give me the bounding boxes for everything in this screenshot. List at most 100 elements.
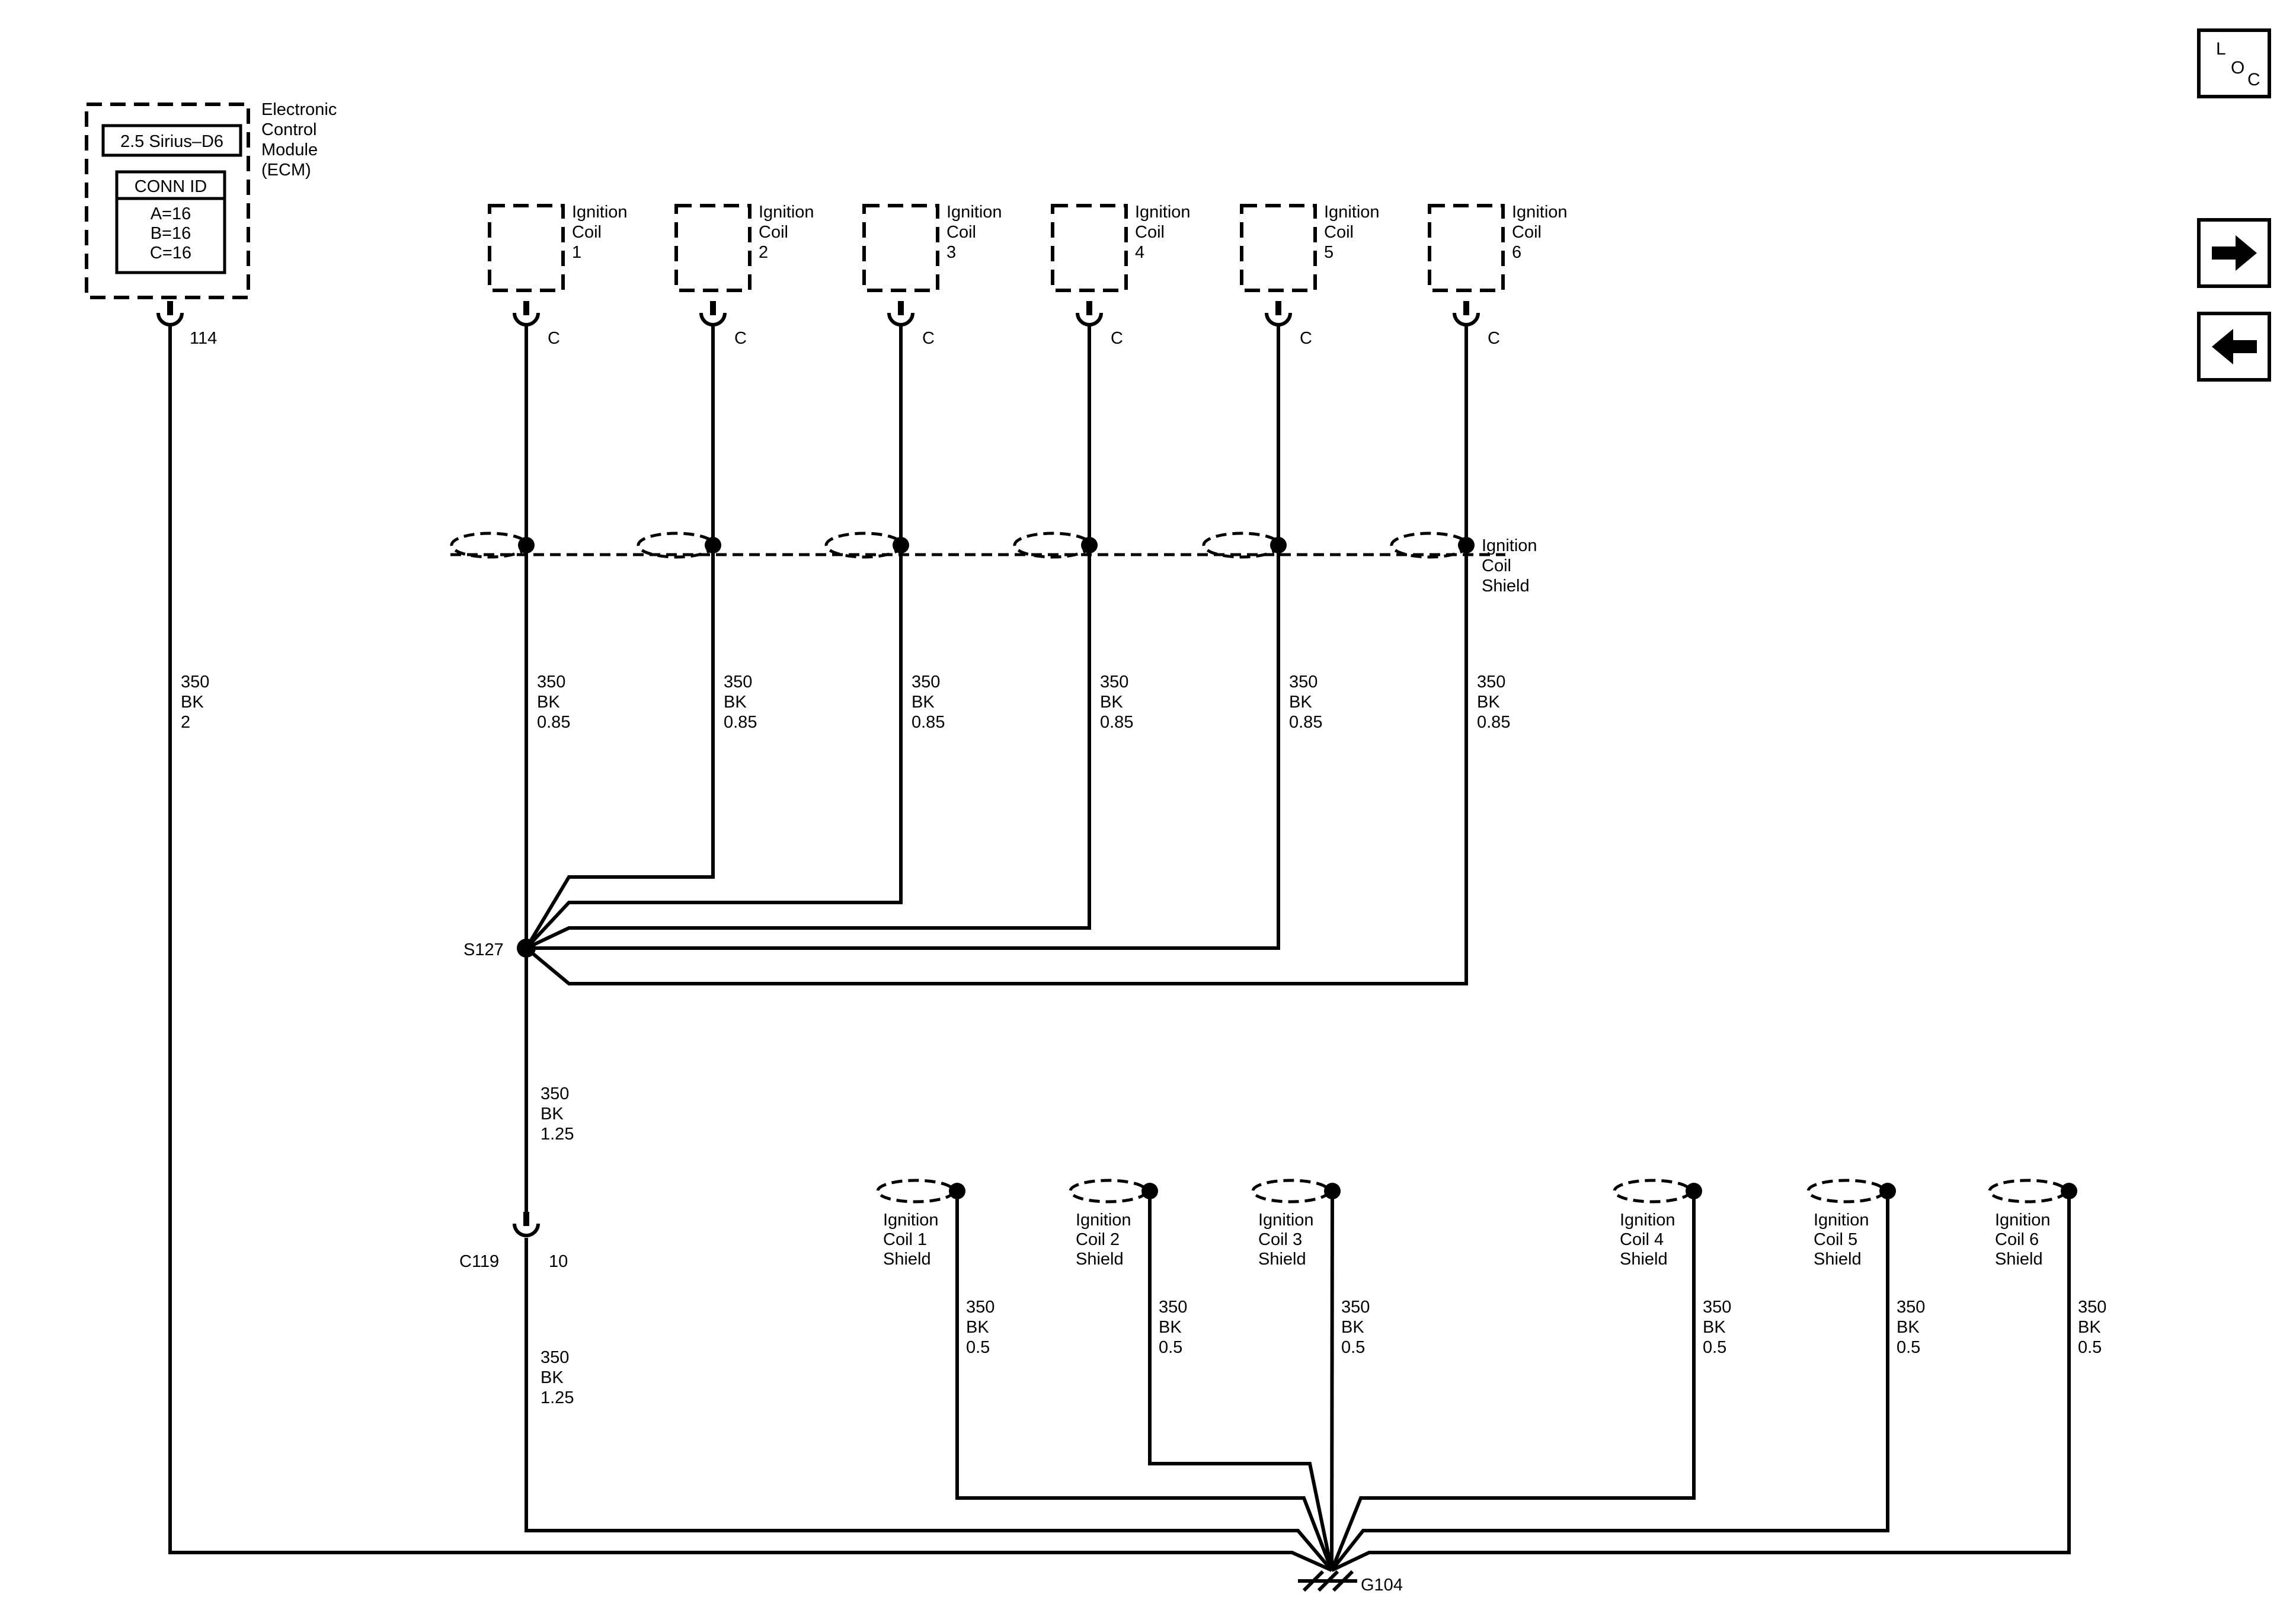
- conn-id-box: [115, 170, 226, 274]
- coil-5-wire-to-splice: [526, 545, 1280, 950]
- shield-4-ground-wire: [1330, 1191, 1696, 1571]
- shield-5-dot: [1879, 1183, 1896, 1199]
- coil-2-connector-label: C: [734, 329, 747, 348]
- c119-pin-label: 10: [549, 1252, 568, 1271]
- ecm-to-ground-wire: [168, 325, 1333, 1572]
- loc-letter-l: L: [2216, 39, 2226, 59]
- ground-g104-label: G104: [1361, 1576, 1403, 1595]
- coil-3-connector-label: C: [922, 329, 935, 348]
- wire-layer: [117, 197, 2071, 1592]
- shield-6-dot: [2061, 1183, 2077, 1199]
- coil-6-shield-loop: [1390, 532, 1469, 559]
- coil-4-terminal-cup: [1076, 312, 1103, 327]
- coil-5-shield-loop: [1202, 532, 1281, 559]
- shield-5-loop: [1806, 1179, 1886, 1204]
- back-button[interactable]: [2197, 312, 2271, 382]
- right-arrow-icon: [2211, 235, 2257, 271]
- coil-4-wire-to-splice: [525, 545, 1091, 950]
- component-layer: [85, 103, 2077, 1237]
- loc-letter-c: C: [2247, 70, 2260, 89]
- c119-label: C119: [459, 1252, 499, 1271]
- shield-1-ground-wire: [955, 1191, 1334, 1571]
- conn-id-header: CONN ID: [135, 177, 207, 196]
- shield-6-ground-wire: [1331, 1191, 2071, 1572]
- coil-4-box: [1051, 204, 1128, 292]
- coil-1-box: [488, 204, 565, 292]
- shield-6-loop: [1988, 1179, 2067, 1204]
- coil-5-box: [1240, 204, 1317, 292]
- coil-1-connector-label: C: [548, 329, 560, 348]
- shield-1-loop: [876, 1179, 955, 1204]
- coil-5-connector-label: C: [1300, 329, 1312, 348]
- shield-4-dot: [1686, 1183, 1702, 1199]
- shield-2-loop: [1069, 1179, 1148, 1204]
- coil-5-terminal-cup: [1265, 312, 1292, 327]
- coil-1-shield-loop: [450, 532, 529, 559]
- loc-letter-o: O: [2231, 58, 2245, 78]
- shield-3-dot: [1324, 1183, 1341, 1199]
- shield-2-dot: [1141, 1183, 1158, 1199]
- forward-button[interactable]: [2197, 218, 2271, 288]
- coil-4-connector-label: C: [1111, 329, 1123, 348]
- left-arrow-icon: [2211, 329, 2257, 364]
- coil-6-box: [1428, 204, 1505, 292]
- splice-s127-dot: [517, 939, 536, 958]
- coil-3-shield-loop: [824, 532, 904, 559]
- coil-6-connector-label: C: [1488, 329, 1500, 348]
- ecm-pin-label: 114: [190, 329, 217, 348]
- shield-3-loop: [1251, 1179, 1331, 1204]
- shield-1-dot: [949, 1183, 965, 1199]
- coil-2-shield-loop: [637, 532, 716, 559]
- shield-4-loop: [1613, 1179, 1692, 1204]
- coil-1-terminal-cup: [513, 312, 540, 327]
- coil-3-terminal-cup: [887, 312, 914, 327]
- coil-2-terminal-cup: [699, 312, 727, 327]
- loc-button[interactable]: L O C: [2197, 28, 2271, 98]
- c119-to-ground-wire: [525, 1238, 1334, 1571]
- ecm-outline: [85, 103, 250, 299]
- ecm-engine-label: 2.5 Sirius–D6: [120, 132, 223, 151]
- coil-6-wire-to-splice: [525, 545, 1468, 985]
- ecm-engine-box: [101, 124, 242, 157]
- coil-2-box: [674, 204, 752, 292]
- coil-6-terminal-cup: [1453, 312, 1480, 327]
- ecm-terminal-cup: [156, 312, 184, 327]
- coil-4-shield-loop: [1013, 532, 1092, 559]
- shield-5-ground-wire: [1330, 1191, 1889, 1571]
- shield-2-ground-wire: [1148, 1191, 1334, 1571]
- coil-2-wire-to-splice: [525, 545, 715, 949]
- coil-3-box: [862, 204, 939, 292]
